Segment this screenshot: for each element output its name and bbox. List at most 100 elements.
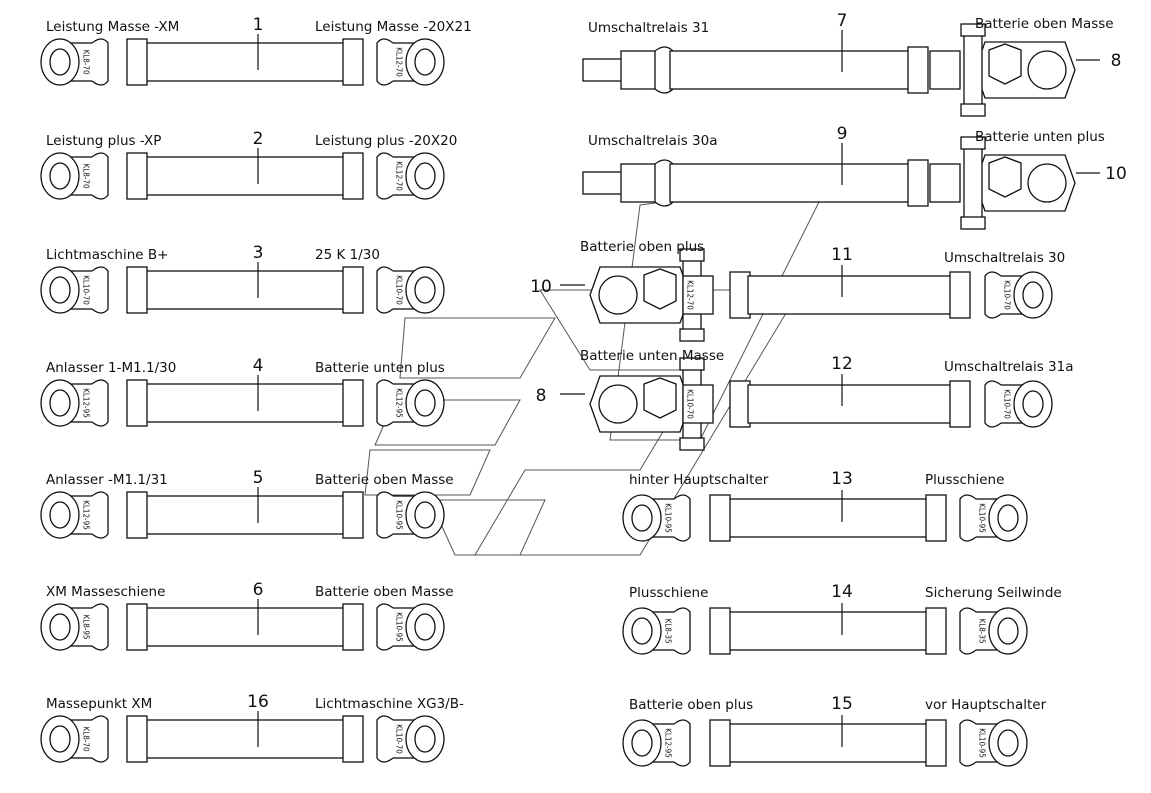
right-sleeve (342, 379, 364, 427)
right-sleeve (949, 380, 971, 428)
cable-number: 2 (253, 129, 264, 149)
left-lug: KL10-95 (622, 494, 691, 542)
lug-crimp (91, 266, 109, 314)
lug-crimp (376, 603, 394, 651)
right-sleeve (342, 603, 364, 651)
left-label: Plusschiene (629, 585, 708, 601)
right-lug: KL10-95 (959, 494, 1028, 542)
clamp-bolt (963, 27, 983, 113)
left-pin-terminal (582, 159, 674, 207)
lug-hole (997, 504, 1019, 532)
lug-hole (997, 729, 1019, 757)
left-label: Umschaltrelais 31 (588, 20, 709, 36)
right-sleeve (925, 607, 947, 655)
lug-crimp (91, 491, 109, 539)
right-lug: KL10-70 (376, 266, 445, 314)
lug-barrel (682, 275, 714, 315)
lug-crimp (984, 380, 1002, 428)
clamp-post (1027, 50, 1067, 90)
lug-marking: KL8-35 (978, 618, 987, 643)
battery-clamp (589, 357, 705, 451)
cable-number: 5 (253, 468, 264, 488)
cable-body (139, 156, 351, 196)
cable-number: 3 (253, 243, 264, 263)
lug-crimp (673, 719, 691, 767)
cable-number: 1 (253, 15, 264, 35)
right-lug: KL10-70 (376, 715, 445, 763)
right-sleeve (342, 491, 364, 539)
lug-hole (631, 617, 653, 645)
right-lug: KL8-35 (959, 607, 1028, 655)
right-label: vor Hauptschalter (925, 697, 1047, 713)
lug-marking: KL10-95 (395, 612, 404, 642)
pin (582, 58, 624, 82)
left-sleeve (126, 491, 148, 539)
lug-marking: KL10-70 (395, 724, 404, 754)
left-lug: KL12-95 (40, 491, 109, 539)
right-sleeve (907, 46, 929, 94)
lug-hole (414, 162, 436, 190)
lug-hole (1022, 281, 1044, 309)
left-label: Batterie oben plus (580, 239, 704, 255)
left-sleeve (709, 719, 731, 767)
left-pin-terminal (582, 46, 674, 94)
lug-hole (414, 48, 436, 76)
lug-hole (49, 48, 71, 76)
left-sleeve (126, 38, 148, 86)
lug-crimp (91, 715, 109, 763)
cable-number: 16 (247, 692, 269, 712)
left-sleeve (126, 379, 148, 427)
lug-crimp (376, 715, 394, 763)
left-label: Leistung plus -XP (46, 133, 161, 149)
lug-crimp (91, 38, 109, 86)
lug-hole (414, 389, 436, 417)
lug-crimp (959, 607, 977, 655)
left-lug: KL12-95 (622, 719, 691, 767)
lug-marking: KL12-70 (395, 161, 404, 191)
lug-hole (49, 162, 71, 190)
lug-marking: KL8-70 (82, 726, 91, 751)
right-lug: KL10-70 (984, 380, 1053, 428)
lug-marking: KL10-95 (664, 503, 673, 533)
clamp-nut (988, 43, 1022, 85)
lug-crimp (984, 271, 1002, 319)
left-label: Batterie oben plus (629, 697, 753, 713)
right-lug: KL12-95 (376, 379, 445, 427)
right-sleeve (342, 38, 364, 86)
terminal-number: 8 (536, 386, 547, 406)
cable-body (139, 42, 351, 82)
clamp-bolt-head (960, 136, 986, 150)
lug-crimp (91, 152, 109, 200)
cable-body (139, 607, 351, 647)
cable-number: 13 (831, 469, 853, 489)
right-label: Leistung Masse -20X21 (315, 19, 472, 35)
left-label: Batterie unten Masse (580, 348, 724, 364)
lug-hole (631, 729, 653, 757)
lug-crimp (91, 379, 109, 427)
clamp-bolt-nut (960, 103, 986, 117)
lug-hole (997, 617, 1019, 645)
lug-marking: KL12-95 (395, 388, 404, 418)
lug-marking: KL10-95 (395, 500, 404, 530)
terminal-number: 8 (1111, 51, 1122, 71)
left-sleeve (709, 494, 731, 542)
lug-marking: KL12-95 (82, 500, 91, 530)
lug-hole (49, 501, 71, 529)
lug-barrel (929, 163, 961, 203)
clamp-post (598, 384, 638, 424)
cable-body (139, 495, 351, 535)
right-label: Batterie oben Masse (315, 472, 454, 488)
cable-number: 11 (831, 245, 853, 265)
lug-crimp (376, 379, 394, 427)
clamp-post (1027, 163, 1067, 203)
left-lug: KL8-70 (40, 715, 109, 763)
clamp-bolt-head (960, 23, 986, 37)
